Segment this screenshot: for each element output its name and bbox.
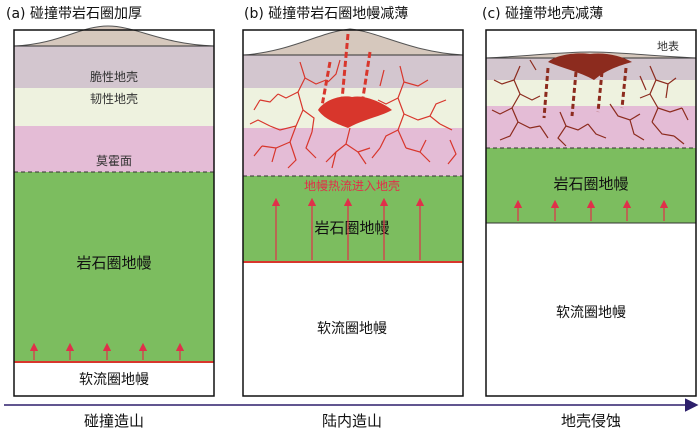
panel-a-lithospheric-mantle-label: 岩石圈地幔 [76,254,151,272]
panel-a-mountain [13,25,215,47]
panel-c-magma-conduits [542,67,628,119]
panel-a-brittle-crust-label: 脆性地壳 [90,69,138,84]
panel-c-asthenosphere-label: 软流圈地幔 [556,305,626,321]
panel-c-asthenosphere [486,223,696,396]
panel-c: (c) 碰撞带地壳减薄 [482,5,697,397]
timeline-stage-b: 陆内造山 [322,412,382,430]
panel-c-magma-body [548,53,632,80]
panel-a-asthenosphere [14,362,214,396]
panel-c-frame [485,29,697,397]
panel-b-asthenosphere [243,262,463,396]
panel-c-surface-label: 地表 [657,39,679,53]
panel-a-frame [13,29,215,397]
timeline: 碰撞造山 陆内造山 地壳侵蚀 [4,398,699,430]
panel-b-title: (b) 碰撞带岩石圈地幔减薄 [244,6,408,22]
panel-b-heat-flow-label: 地幔热流进入地壳 [304,178,400,193]
panel-b-asthenosphere-label: 软流圈地幔 [317,321,387,337]
panel-b-dike-network [249,59,457,169]
panel-b-frame [242,29,464,397]
panel-a-lithospheric-mantle [14,172,214,362]
panel-b-lower-crust [243,128,463,176]
panel-c-dike-network [491,59,689,147]
panel-b-lithospheric-mantle-label: 岩石圈地幔 [314,219,389,237]
panel-c-title: (c) 碰撞带地壳减薄 [482,5,603,22]
timeline-stage-a: 碰撞造山 [84,412,144,430]
panel-b-brittle-crust [243,55,463,88]
panel-c-lithospheric-mantle-label: 岩石圈地幔 [553,175,628,193]
panel-b-mountain [242,28,464,56]
panel-a-ductile-crust [14,88,214,126]
panel-a-moho-label: 莫霍面 [96,154,132,168]
panel-a-asthenosphere-label: 软流圈地幔 [79,372,149,388]
panel-a-lower-crust [14,126,214,172]
panel-a-brittle-crust [14,46,214,88]
timeline-stage-c: 地壳侵蚀 [561,412,621,430]
panel-b-lithospheric-mantle [243,176,463,262]
panel-b-magma-chamber [318,96,392,128]
panel-a: (a) 碰撞带岩石圈加厚 脆性地壳 韧性地壳 莫霍面 岩石圈地幔 软流圈地幔 [6,6,215,397]
panel-b-heat-arrows [271,197,425,260]
panel-a-title: (a) 碰撞带岩石圈加厚 [6,6,142,22]
panel-c-ductile-crust [486,80,696,106]
panel-b-magma-conduits [320,33,372,107]
panel-c-heat-arrows [513,199,669,221]
panel-a-heat-arrows [29,342,185,360]
panel-b: (b) 碰撞带岩石圈地幔减薄 [242,6,464,397]
panel-a-ductile-crust-label: 韧性地壳 [90,92,138,106]
